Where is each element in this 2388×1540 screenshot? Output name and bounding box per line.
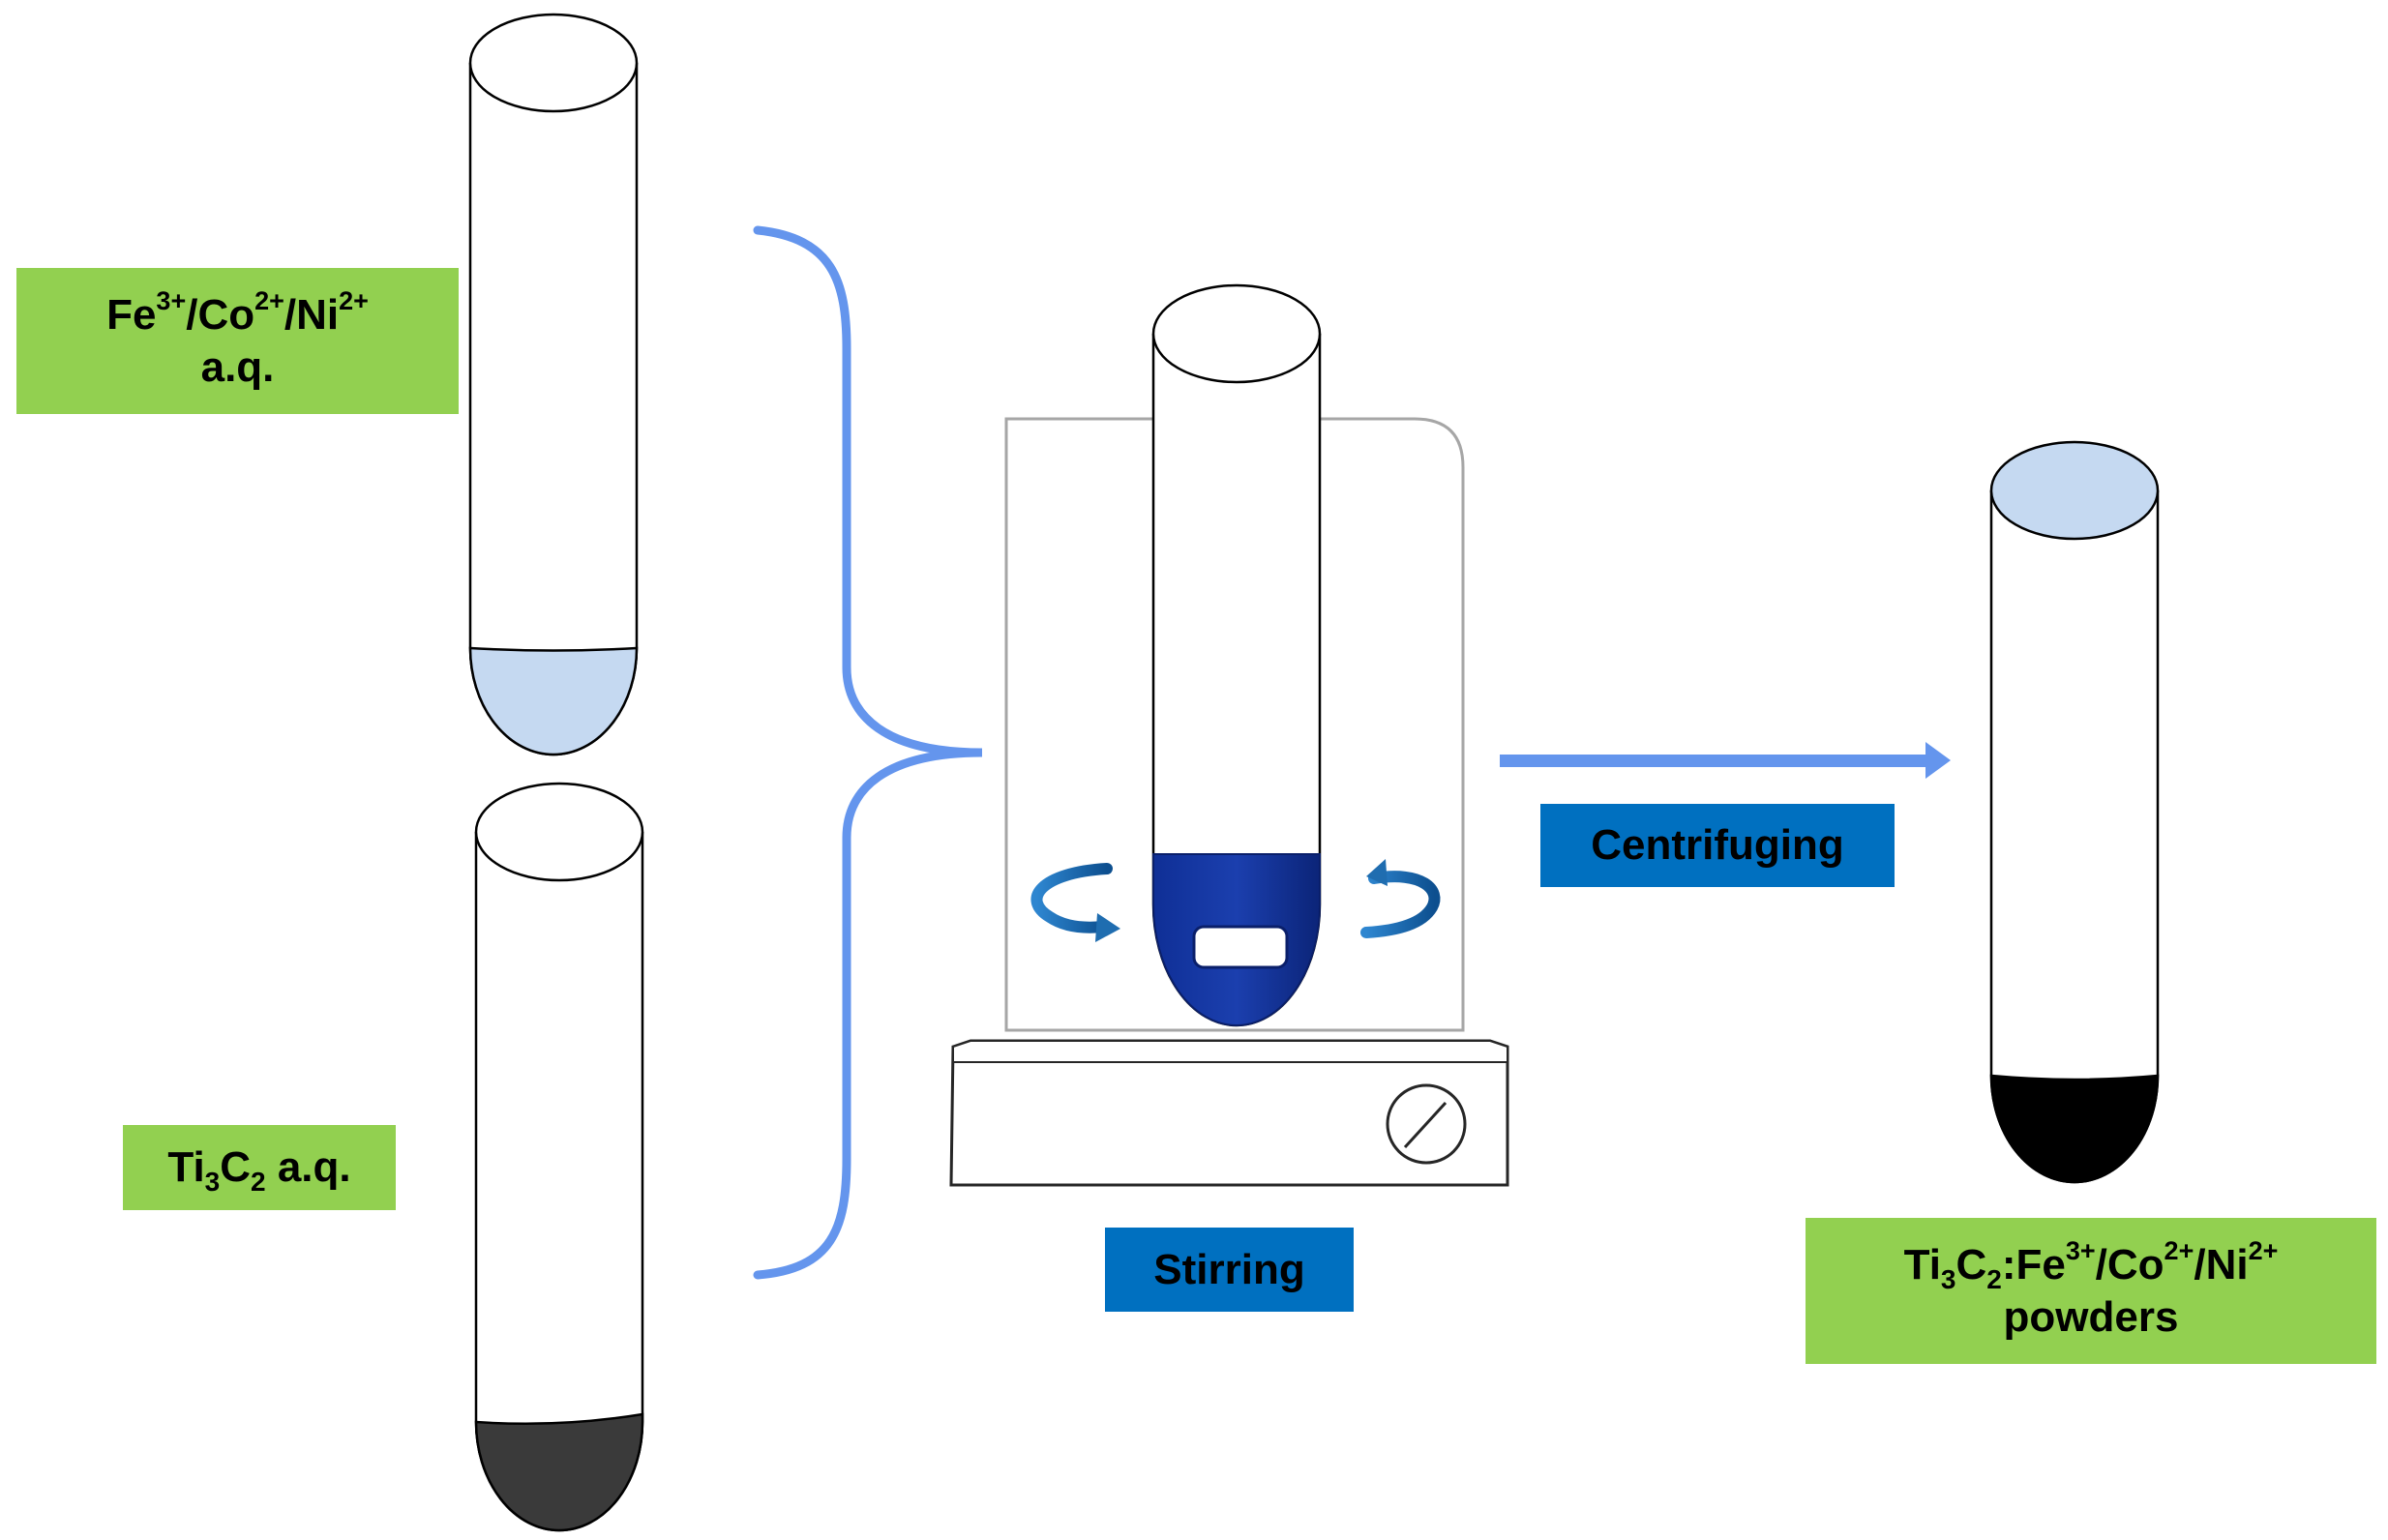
test-tube-icon	[1989, 440, 2160, 1184]
rotation-arrow-icon	[1360, 859, 1441, 938]
ion-solution-label-line2: a.q.	[200, 342, 275, 391]
dial-knob-icon	[1386, 1083, 1467, 1165]
ti-symbol: Ti	[1903, 1240, 1941, 1288]
centrifuging-label-text: Centrifuging	[1591, 821, 1844, 870]
co-charge: 2+	[2164, 1236, 2194, 1266]
fe-symbol: Fe	[106, 290, 157, 339]
ti-symbol: Ti	[167, 1143, 205, 1192]
product-powder-sediment	[1989, 1074, 2160, 1184]
product-label-line1: Ti3C2:Fe3+/Co2+/Ni2+	[1903, 1236, 2279, 1294]
aq-suffix: a.q.	[265, 1143, 351, 1192]
ion-solution-liquid	[468, 646, 639, 756]
c-symbol: C	[1955, 1240, 1987, 1288]
supernatant-top	[1989, 440, 2160, 541]
ti-subscript: 3	[204, 1166, 221, 1197]
c-subscript: 2	[1986, 1263, 2002, 1294]
co-charge: 2+	[254, 286, 284, 316]
right-arrow-icon	[1500, 742, 1951, 779]
c-subscript: 2	[251, 1166, 266, 1197]
rotation-arrow-icon	[1030, 863, 1120, 942]
test-tube-icon	[468, 13, 639, 756]
product-label: Ti3C2:Fe3+/Co2+/Ni2+ powders	[1806, 1218, 2376, 1364]
ni-symbol: /Ni	[2194, 1240, 2249, 1288]
ion-solution-label: Fe3+/Co2+/Ni2+ a.q.	[16, 268, 459, 414]
product-label-line2: powders	[2003, 1292, 2179, 1341]
fe-symbol: :Fe	[2001, 1240, 2066, 1288]
ti3c2-solution-label-text: Ti3C2 a.q.	[167, 1141, 351, 1197]
fe-charge: 3+	[2065, 1236, 2096, 1266]
co-symbol: /Co	[186, 290, 255, 339]
curly-bracket-icon	[753, 225, 983, 1280]
ti-subscript: 3	[1940, 1263, 1956, 1294]
ni-symbol: /Ni	[284, 290, 340, 339]
ni-charge: 2+	[2248, 1236, 2279, 1266]
test-tube-icon	[474, 782, 644, 1532]
stirring-label: Stirring	[1105, 1228, 1354, 1312]
c-symbol: C	[220, 1143, 252, 1192]
stirring-label-text: Stirring	[1153, 1245, 1305, 1293]
fe-charge: 3+	[156, 286, 187, 316]
ion-solution-label-line1: Fe3+/Co2+/Ni2+	[106, 286, 369, 341]
magnetic-stirrer-icon	[949, 417, 1509, 1187]
stir-bar-icon	[1192, 925, 1289, 969]
ti3c2-solution-label: Ti3C2 a.q.	[123, 1125, 396, 1210]
centrifuging-label: Centrifuging	[1540, 804, 1895, 887]
test-tube-icon	[1151, 283, 1322, 1027]
ti3c2-suspension-liquid	[474, 1412, 644, 1532]
ni-charge: 2+	[339, 286, 369, 316]
co-symbol: /Co	[2095, 1240, 2164, 1288]
